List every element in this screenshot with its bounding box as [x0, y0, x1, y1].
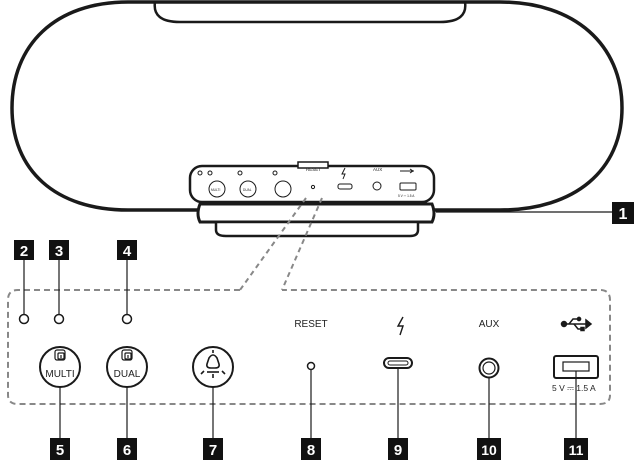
usb-a-port[interactable]: 5 V ⎓ 1.5 A	[552, 316, 599, 393]
svg-text:1: 1	[619, 206, 628, 223]
speaker-stand	[196, 202, 436, 238]
svg-text:8: 8	[307, 442, 315, 459]
svg-text:11: 11	[569, 442, 584, 458]
multi-button[interactable]: MULTI	[39, 346, 81, 388]
svg-text:7: 7	[209, 442, 217, 459]
callout-11: 11	[564, 438, 588, 460]
panel-usb-rating: 5 V ⎓ 1.5 A	[398, 194, 415, 198]
callout-7: 7	[203, 438, 223, 460]
callout-3: 3	[49, 240, 69, 260]
panel-dual-label: DUAL	[243, 188, 252, 192]
dual-button-label: DUAL	[114, 369, 141, 380]
svg-text:4: 4	[123, 243, 132, 260]
dual-icon	[121, 349, 133, 361]
callout-9: 9	[388, 438, 408, 460]
svg-text:9: 9	[394, 442, 402, 459]
usb-icon	[560, 316, 593, 332]
panel-aux-label: AUX	[373, 167, 382, 172]
lower-leaders	[59, 368, 577, 438]
panel-reset-label: RESET	[306, 167, 321, 172]
led-indicators	[18, 313, 133, 325]
reset-hole[interactable]	[306, 361, 316, 371]
callout-1: 1	[612, 202, 634, 224]
callout-6: 6	[117, 438, 137, 460]
usb-rating: 5 V ⎓ 1.5 A	[552, 383, 596, 393]
multi-icon	[54, 349, 66, 361]
svg-text:6: 6	[123, 442, 131, 459]
callout-4: 4	[117, 240, 137, 260]
light-bulb-icon	[200, 350, 226, 378]
callout-badges: 1 2 3 4 5 6 7 8 9 10 11	[14, 202, 634, 460]
aux-label: AUX	[479, 319, 500, 330]
usb-c-port[interactable]	[383, 316, 413, 369]
svg-text:3: 3	[55, 243, 63, 260]
rear-panel: RESET AUX MULTI DUAL 5 V ⎓ 1.5 A	[188, 161, 436, 204]
speaker-body	[10, 0, 624, 212]
svg-text:5: 5	[56, 442, 64, 459]
light-button[interactable]	[192, 346, 234, 388]
enlarged-panel	[7, 289, 611, 405]
svg-text:10: 10	[481, 442, 497, 458]
svg-text:2: 2	[20, 243, 28, 260]
multi-led-2	[53, 313, 65, 325]
callout-8: 8	[301, 438, 321, 460]
multi-button-label: MULTI	[45, 369, 74, 380]
zoom-guides	[239, 197, 323, 291]
led-leaders	[23, 260, 128, 314]
dual-button[interactable]: DUAL	[106, 346, 148, 388]
reset-label: RESET	[294, 319, 327, 330]
callout-5: 5	[50, 438, 70, 460]
multi-led-1	[18, 313, 30, 325]
panel-multi-label: MULTI	[211, 188, 220, 192]
reset-port[interactable]: RESET	[294, 319, 328, 371]
lightning-icon	[396, 316, 404, 336]
callout-2: 2	[14, 240, 34, 260]
callout-10: 10	[477, 438, 501, 460]
dual-led	[121, 313, 133, 325]
aux-port[interactable]: AUX	[478, 319, 500, 379]
